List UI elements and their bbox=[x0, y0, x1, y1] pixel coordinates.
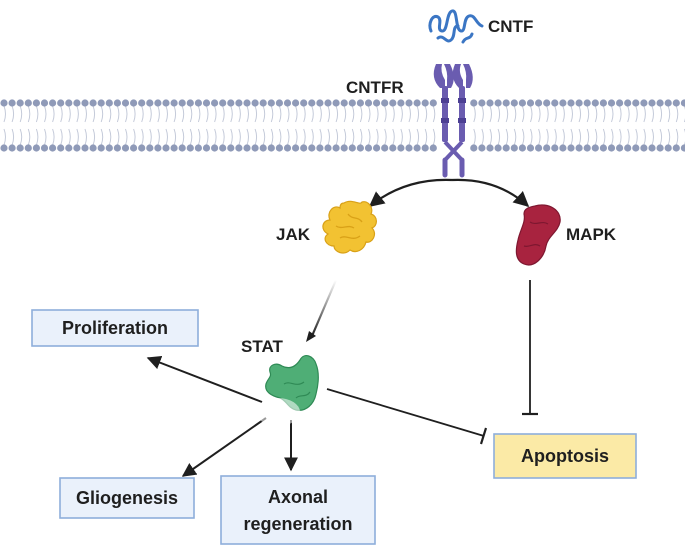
gliogenesis-box: Gliogenesis bbox=[59, 477, 195, 519]
stat-to-gliogenesis-arrow bbox=[181, 417, 267, 477]
stat-protein-icon bbox=[265, 355, 319, 411]
stat-to-proliferation-arrow bbox=[146, 356, 263, 403]
jak-label: JAK bbox=[276, 225, 311, 244]
axonal-regeneration-box: Axonal regeneration bbox=[220, 475, 376, 545]
stat-label: STAT bbox=[241, 337, 283, 356]
cntf-label: CNTF bbox=[488, 17, 533, 36]
axonal-label-line2: regeneration bbox=[243, 514, 352, 534]
mapk-kinase-icon bbox=[515, 204, 561, 266]
jak-to-stat-arrow bbox=[310, 279, 338, 337]
jak-kinase-icon bbox=[322, 200, 377, 254]
cntfr-label: CNTFR bbox=[346, 78, 404, 97]
mapk-inhibits-apoptosis bbox=[522, 280, 538, 416]
stat-inhibits-apoptosis bbox=[326, 388, 488, 445]
axonal-label-line1: Axonal bbox=[268, 487, 328, 507]
proliferation-box: Proliferation bbox=[31, 309, 199, 347]
cell-membrane bbox=[0, 99, 685, 152]
cntf-ligand-icon bbox=[428, 9, 484, 44]
jak-to-stat-arrowhead bbox=[306, 331, 316, 342]
receptor-to-mapk-arrow bbox=[451, 178, 530, 208]
mapk-label: MAPK bbox=[566, 225, 617, 244]
gliogenesis-label: Gliogenesis bbox=[76, 488, 178, 508]
receptor-to-jak-arrow bbox=[368, 178, 453, 207]
apoptosis-box: Apoptosis bbox=[493, 433, 637, 479]
proliferation-label: Proliferation bbox=[62, 318, 168, 338]
cntfr-receptor-icon bbox=[433, 64, 473, 178]
apoptosis-label: Apoptosis bbox=[521, 446, 609, 466]
